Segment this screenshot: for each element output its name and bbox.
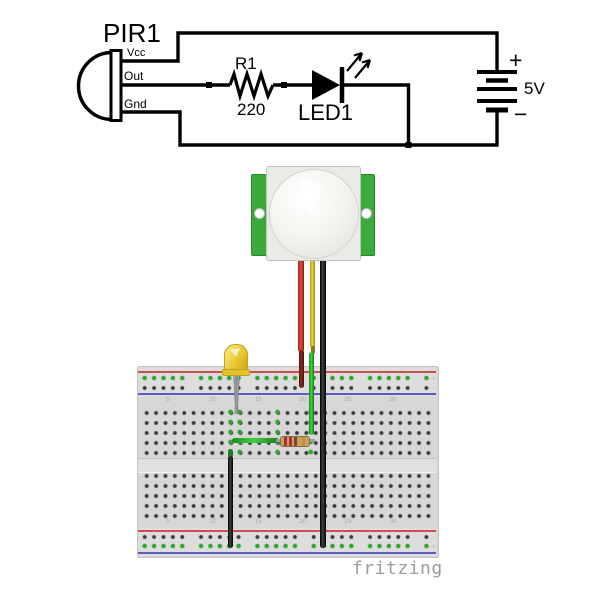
pir-pin-vcc: Vcc	[127, 47, 146, 59]
column-label: 25	[344, 518, 352, 525]
column-label: 5	[166, 396, 170, 403]
main-grid-lower	[142, 471, 435, 521]
resistor-part-body	[280, 436, 310, 447]
resistor-band-gold	[302, 437, 305, 446]
column-label: 15	[254, 396, 262, 403]
ground-jumper-black	[227, 456, 233, 548]
schematic-diagram: PIR1 Vcc Out Gnd R1 220 LED1 + 5V −	[76, 18, 545, 148]
pir-mounting-hole-left	[254, 208, 265, 219]
led-highlight	[230, 348, 240, 357]
column-label: 20	[299, 518, 307, 525]
battery-symbol	[477, 70, 517, 113]
led-flange	[222, 369, 250, 376]
breadboard: 5 10 15 20 25 30 5 10 15 20 25 30	[137, 366, 439, 558]
pir-mounting-hole-right	[361, 208, 372, 219]
junction-dot	[405, 142, 412, 148]
column-label: 10	[209, 518, 217, 525]
column-label: 10	[209, 396, 217, 403]
battery-plus-label: +	[509, 47, 522, 73]
schematic-wires	[121, 31, 499, 147]
pir-out-wire-tip	[310, 346, 315, 354]
resistor-ref-label: R1	[235, 54, 257, 73]
resistor-value-label: 220	[237, 100, 265, 119]
pir-symbol-dome	[76, 50, 113, 122]
column-label: 5	[166, 518, 170, 525]
column-label: 25	[344, 396, 352, 403]
led-emission-arrows	[346, 51, 372, 79]
column-label: 20	[299, 396, 307, 403]
negative-rail-line-top	[138, 393, 436, 395]
resistor-symbol	[228, 68, 275, 102]
led-ref-label: LED1	[298, 100, 353, 125]
battery-voltage-label: 5V	[524, 79, 545, 98]
positive-rail-line-bottom	[138, 530, 436, 532]
bottom-rail-holes-row2	[140, 541, 434, 551]
connected-column-led-anode	[235, 407, 245, 457]
pir-out-wire-yellow	[309, 256, 315, 348]
bottom-rail-holes-row1	[140, 532, 434, 542]
pir-pin-out: Out	[124, 69, 144, 83]
junction-dot	[281, 82, 287, 88]
pir-ref-label: PIR1	[103, 18, 161, 48]
column-label: 30	[389, 396, 397, 403]
signal-jumper-green-vertical	[308, 352, 314, 435]
connected-column-resistor-left	[272, 407, 283, 457]
top-rail-holes-row1	[140, 373, 434, 383]
column-label: 30	[389, 518, 397, 525]
column-label: 15	[254, 518, 262, 525]
ground-jumper-hole-cap	[227, 449, 233, 458]
pir-vcc-wire-red	[298, 256, 304, 352]
junction-dot	[206, 82, 212, 88]
resistor-band-red	[284, 437, 287, 446]
anode-jumper-green-horizontal	[232, 437, 279, 443]
resistor-band-brown	[294, 437, 297, 446]
connected-column-led-cathode	[225, 407, 236, 457]
pir-vcc-wire-tip	[299, 350, 304, 388]
top-rail-holes-row2	[140, 383, 434, 393]
main-grid-upper	[142, 408, 435, 458]
pir-gnd-wire-black	[320, 256, 326, 548]
negative-rail-line-bottom	[138, 552, 436, 554]
pir-symbol-bar	[109, 49, 123, 122]
battery-minus-label: −	[514, 101, 527, 127]
resistor-band-red	[289, 437, 292, 446]
pir-fresnel-dome	[269, 169, 359, 259]
led-symbol-triangle	[312, 70, 340, 100]
fritzing-watermark: fritzing	[352, 558, 443, 579]
pir-pin-gnd: Gnd	[124, 97, 147, 111]
positive-rail-line-top	[138, 370, 436, 373]
